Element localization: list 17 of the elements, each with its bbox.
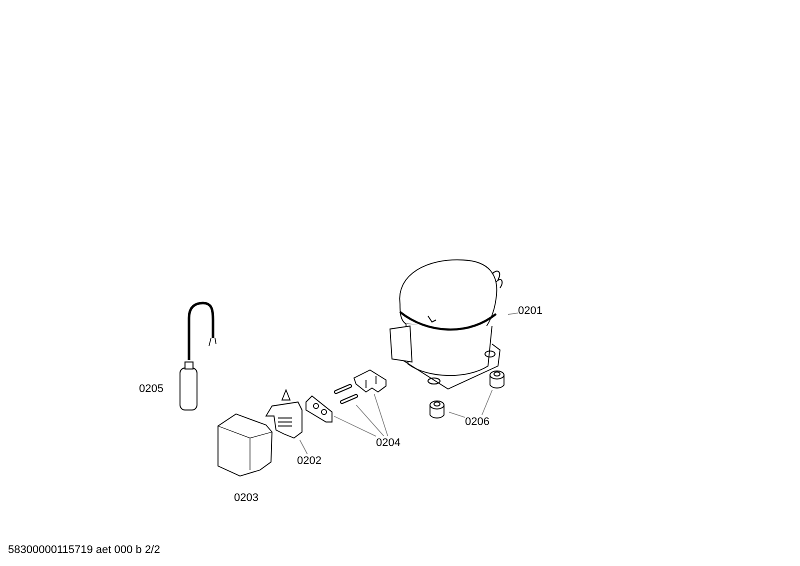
screw-drawing <box>334 382 358 405</box>
leader-line <box>482 390 493 416</box>
part-number: 0204 <box>376 436 404 450</box>
leader-line <box>356 404 384 436</box>
leader-line <box>299 440 308 454</box>
clip-drawing <box>352 368 388 394</box>
leader-line <box>374 394 388 436</box>
leader-line <box>334 416 376 437</box>
leader-line <box>508 312 518 315</box>
part-number: 0206 <box>465 415 493 429</box>
part-number: 0203 <box>234 491 258 505</box>
part-number: 0201 <box>518 304 546 318</box>
document-code: 58300000115719 aet 000 b 2/2 <box>8 543 160 557</box>
part-number: 0202 <box>297 454 325 468</box>
part-number: 0205 <box>139 382 164 396</box>
leader-line <box>448 412 466 418</box>
terminal-block-drawing <box>304 394 334 424</box>
